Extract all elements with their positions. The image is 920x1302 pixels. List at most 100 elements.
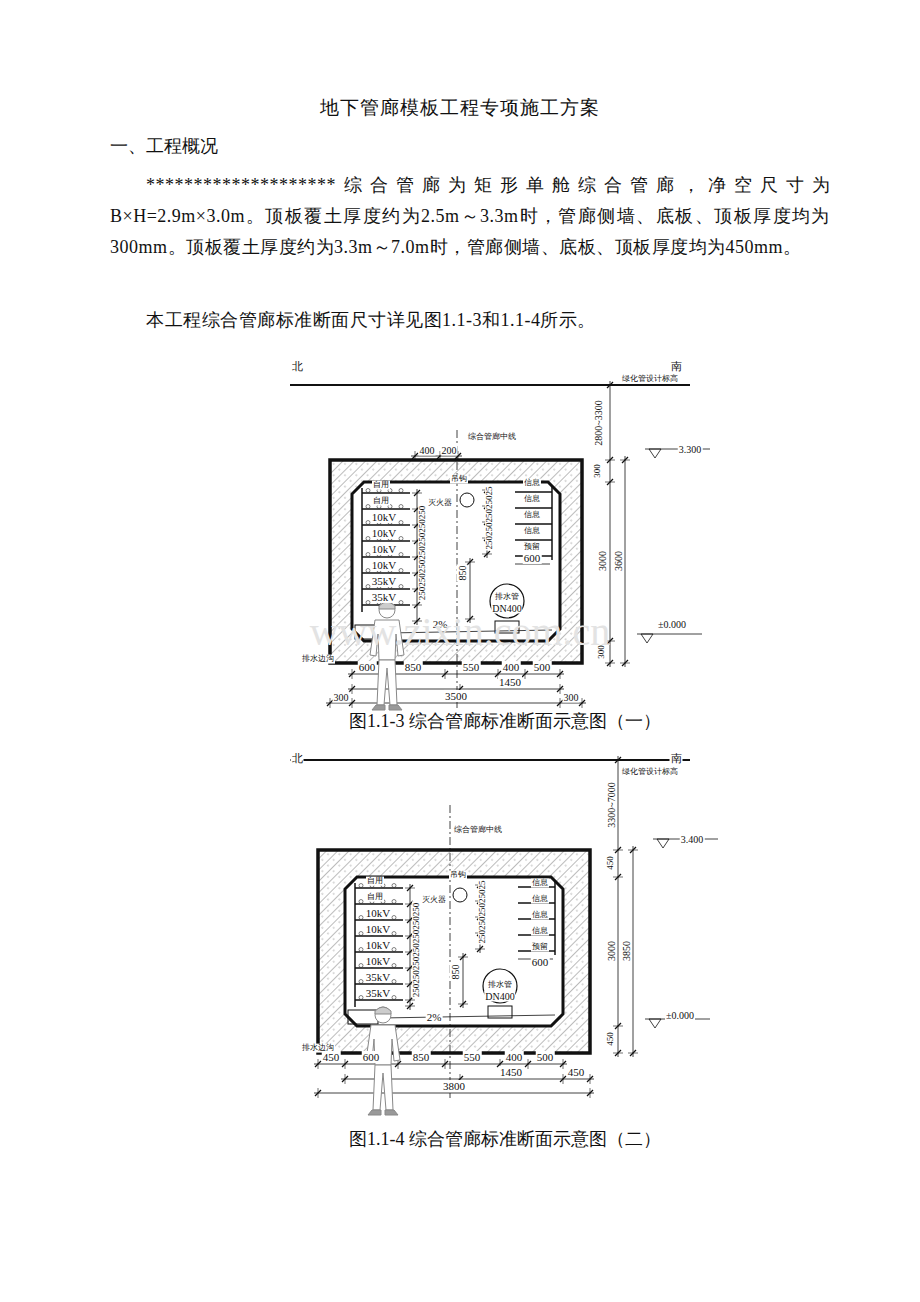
cable-tray: [515, 523, 552, 525]
drawing-label: 信息: [523, 511, 541, 520]
drawing-stroke: [330, 698, 331, 708]
drawing-stroke: [399, 601, 403, 605]
drawing-label: 绿化管设计标高: [621, 768, 679, 777]
drawing-label: 600: [362, 1051, 381, 1063]
dimension-text: 3600: [613, 550, 624, 572]
drawing-stroke: [326, 703, 586, 704]
cable-tray: [362, 572, 410, 574]
drawing-label: 灭火器: [427, 499, 453, 508]
concrete-wall: [318, 850, 590, 1053]
drawing-stroke: [366, 585, 370, 589]
drawing-stroke: [392, 900, 396, 904]
drawing-stroke: [392, 980, 396, 984]
drawing-stroke: [352, 684, 353, 694]
drain-pipe: [483, 969, 517, 1003]
drawing-stroke: [392, 948, 396, 952]
drawing-stroke: [412, 493, 422, 494]
drawing-stroke: [405, 1000, 415, 1001]
dimension-text: 25025025025025: [478, 880, 488, 945]
drawing-stroke: [405, 888, 415, 889]
cable-tray: [362, 540, 410, 542]
drawing-label: 35kV: [371, 591, 397, 603]
drawing-stroke: [345, 1074, 346, 1084]
drawing-stroke: [366, 537, 370, 541]
section-heading: 一、工程概况: [110, 137, 218, 157]
drawing-stroke: [605, 385, 615, 386]
drawing-stroke: [399, 537, 403, 541]
drawing-label: 预留: [523, 543, 541, 552]
ground-line: [290, 759, 690, 761]
drawing-label: 信息: [531, 927, 549, 936]
dimension-text: 850: [457, 565, 468, 582]
drawing-stroke: [482, 554, 492, 555]
drawing-stroke: [359, 884, 363, 888]
drawing-stroke: [458, 1004, 468, 1005]
drawing-stroke: [359, 996, 363, 1000]
drawing-stroke: [649, 1019, 661, 1028]
drawing-label: 35kV: [365, 987, 391, 999]
drawing-label: 10kV: [371, 543, 397, 555]
drawing-stroke: [366, 521, 370, 525]
cable-bracket: [361, 488, 363, 612]
drawing-label: 600: [531, 956, 550, 968]
dimension-text: 450: [606, 855, 616, 871]
figure-caption: 图1.1-3 综合管廊标准断面示意图（一）: [349, 712, 661, 732]
drawing-label: 3800: [442, 1080, 466, 1092]
drawing-stroke: [412, 605, 422, 606]
drawing-label: 信息: [523, 527, 541, 536]
drawing-stroke: [641, 634, 653, 643]
drawing-stroke: [628, 850, 638, 851]
cable-tray: [355, 903, 403, 905]
drawing-label: 1450: [498, 676, 522, 688]
drawing-stroke: [399, 569, 403, 573]
ground-line: [290, 384, 690, 386]
drawing-stroke: [399, 553, 403, 557]
drawing-stroke: [366, 489, 370, 493]
drawing-stroke: [613, 1053, 623, 1054]
cable-tray: [362, 588, 410, 590]
drawing-stroke: [359, 900, 363, 904]
drawing-label: 吊钩: [449, 871, 467, 880]
drawing-stroke: [613, 1026, 623, 1027]
drawing-stroke: [628, 1053, 638, 1054]
cable-tray: [515, 507, 552, 509]
drawing-label: 综合管廊中线: [453, 826, 503, 835]
drawing-stroke: [399, 521, 403, 525]
drawing-label: 自用: [372, 481, 390, 490]
drawing-stroke: [458, 957, 468, 958]
drawing-stroke: [405, 1006, 415, 1007]
drawing-stroke: [605, 663, 615, 664]
drawing-label: 自用: [366, 877, 384, 886]
body-paragraph: 本工程综合管廊标准断面尺寸详见图1.1-3和1.1-4所示。: [110, 305, 830, 336]
drawing-label: 信息: [531, 911, 549, 920]
drawing-stroke: [582, 698, 583, 708]
drawing-label: 35kV: [365, 971, 391, 983]
cable-tray: [355, 967, 403, 969]
drawing-stroke: [366, 569, 370, 573]
drawing-label: 2%: [426, 1011, 443, 1023]
drawing-label: 预留: [531, 943, 549, 952]
drawing-stroke: [445, 1059, 446, 1069]
drawing-stroke: [475, 949, 485, 950]
drawing-stroke: [392, 932, 396, 936]
drawing-stroke: [463, 953, 464, 1008]
cable-tray: [362, 556, 410, 558]
drawing-label: 400: [505, 1051, 524, 1063]
drawing-stroke: [633, 846, 634, 1057]
dimension-text: 450: [606, 1031, 616, 1047]
drawing-stroke: [465, 562, 475, 563]
drawing-label: 10kV: [365, 923, 391, 935]
drawing-stroke: [618, 756, 619, 1057]
cable-tray: [355, 919, 403, 921]
dimension-text: 250250250250250250250: [412, 902, 422, 999]
cable-tray: [355, 983, 403, 985]
drawing-stroke: [359, 964, 363, 968]
drawing-stroke: [560, 684, 561, 694]
drawing-label: 10kV: [371, 511, 397, 523]
drawing-label: 北: [291, 752, 304, 764]
drawing-stroke: [392, 916, 396, 920]
dimension-text: 300: [593, 463, 603, 479]
drawing-stroke: [605, 460, 615, 461]
drawing-stroke: [411, 456, 462, 457]
